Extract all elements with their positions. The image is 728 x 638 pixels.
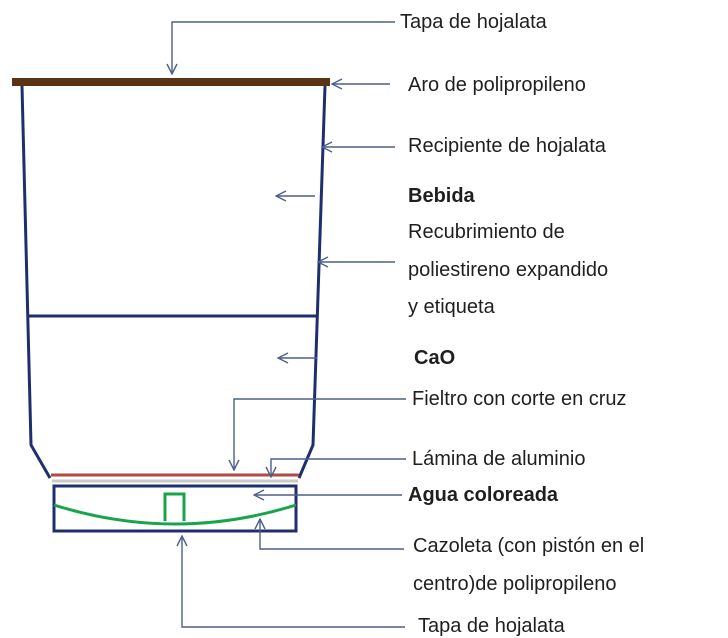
label-bebida: Bebida bbox=[408, 185, 475, 207]
pointer-lamina bbox=[271, 458, 406, 477]
label-aro: Aro de polipropileno bbox=[408, 74, 586, 96]
label-agua: Agua coloreada bbox=[408, 484, 559, 506]
label-recubrimiento-line1: Recubrimiento de bbox=[408, 221, 565, 243]
label-fieltro: Fieltro con corte en cruz bbox=[412, 388, 627, 410]
label-cao: CaO bbox=[414, 347, 456, 369]
label-cazoleta-line1: Cazoleta (con pistón en el bbox=[413, 535, 645, 557]
label-recipiente: Recipiente de hojalata bbox=[408, 135, 606, 157]
pointers bbox=[172, 21, 406, 628]
label-cazoleta-line2: centro)de polipropileno bbox=[413, 573, 617, 595]
piston bbox=[163, 492, 186, 521]
label-recubrimiento-line3: y etiqueta bbox=[408, 296, 495, 318]
label-tapa-top: Tapa de hojalata bbox=[400, 11, 547, 33]
pointer-fieltro bbox=[234, 398, 406, 470]
cup-base bbox=[52, 484, 298, 533]
top-lid bbox=[12, 78, 330, 86]
label-recubrimiento-line2: poliestireno expandido bbox=[408, 259, 609, 281]
pointer-tapa-top bbox=[172, 21, 395, 74]
water-cup-curve bbox=[53, 503, 297, 526]
vessel-right-wall bbox=[297, 85, 327, 479]
vessel bbox=[12, 78, 330, 533]
label-tapa-bottom: Tapa de hojalata bbox=[418, 615, 565, 637]
vessel-left-wall bbox=[20, 85, 52, 479]
pointer-tapa-bottom bbox=[182, 536, 405, 628]
pointer-cazoleta bbox=[260, 519, 404, 550]
label-lamina: Lámina de aluminio bbox=[412, 448, 586, 470]
